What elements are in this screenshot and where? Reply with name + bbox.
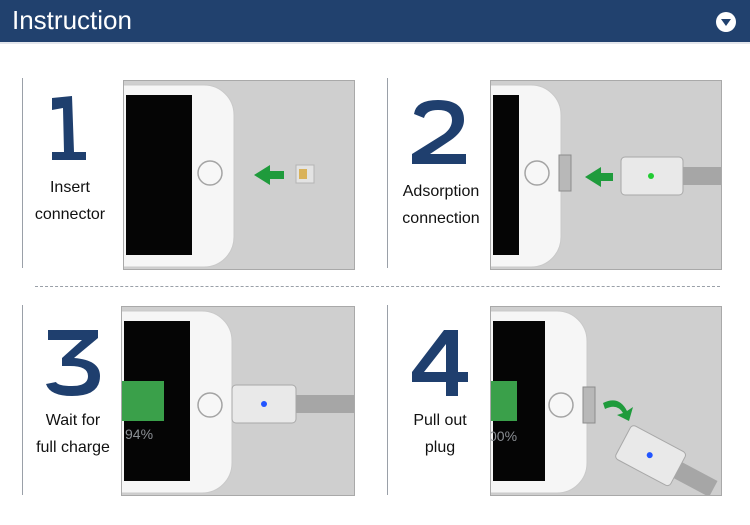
step-2-numeral-icon bbox=[412, 100, 466, 164]
divider-left-bottom bbox=[22, 305, 23, 495]
step-2-caption-line2: connection bbox=[402, 210, 480, 227]
page-title: Instruction bbox=[12, 5, 132, 35]
step-3-caption: Wait for full charge bbox=[22, 407, 124, 461]
step-1-numeral-icon bbox=[52, 96, 86, 160]
step-2-caption: Adsorption connection bbox=[388, 178, 494, 232]
step-4-caption-line1: Pull out bbox=[413, 412, 467, 429]
step-3-caption-line1: Wait for bbox=[45, 412, 101, 429]
step-4-numeral-icon bbox=[412, 330, 468, 396]
battery-percent-label: 94% bbox=[125, 426, 154, 442]
step-1-caption-line1: Insert bbox=[49, 179, 90, 196]
step-3-image: 94% bbox=[121, 306, 355, 496]
divider-left-top bbox=[22, 78, 23, 268]
step-3-numeral-icon bbox=[46, 330, 100, 396]
divider-mid-top bbox=[387, 78, 388, 268]
step-1-caption: Insert connector bbox=[20, 174, 120, 228]
step-3-caption-line2: full charge bbox=[36, 439, 110, 456]
step-4-caption: Pull out plug bbox=[395, 407, 485, 461]
step-2-caption-line1: Adsorption bbox=[402, 183, 480, 200]
step-4-image: 00% bbox=[490, 306, 722, 496]
battery-percent-label: 00% bbox=[490, 428, 518, 444]
header-banner: Instruction bbox=[0, 0, 750, 44]
chevron-down-icon[interactable] bbox=[716, 12, 736, 32]
step-4-caption-line2: plug bbox=[424, 439, 456, 456]
step-1-image bbox=[123, 80, 355, 270]
row-divider bbox=[35, 286, 720, 287]
step-2-image bbox=[490, 80, 722, 270]
step-1-caption-line2: connector bbox=[34, 206, 106, 223]
divider-mid-bottom bbox=[387, 305, 388, 495]
